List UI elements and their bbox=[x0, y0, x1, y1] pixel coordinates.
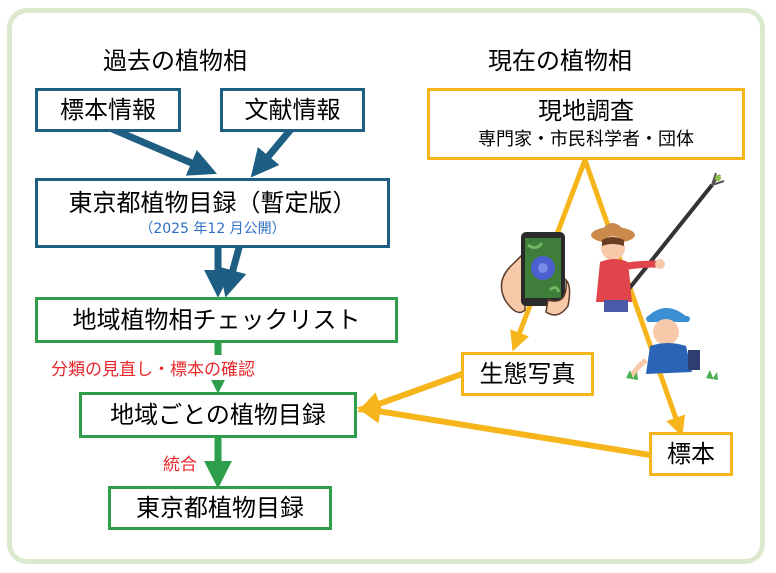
arrow-specimens-to-regional bbox=[356, 399, 651, 458]
regional-checklist-box: 地域植物相チェックリスト bbox=[35, 297, 398, 343]
past-flora-heading: 過去の植物相 bbox=[103, 47, 247, 75]
release-note: （2025 年12 月公開） bbox=[139, 220, 286, 237]
field-survey-participants: 専門家・市民科学者・団体 bbox=[478, 129, 694, 150]
ecology-photos-box: 生態写真 bbox=[461, 352, 594, 396]
review-edge-label: 分類の見直し・標本の確認 bbox=[50, 355, 256, 380]
ecology-photos-label: 生態写真 bbox=[479, 360, 576, 388]
specimen-info-box: 標本情報 bbox=[35, 88, 181, 132]
field-survey-box: 現地調査 専門家・市民科学者・団体 bbox=[427, 88, 745, 160]
present-flora-heading: 現在の植物相 bbox=[488, 47, 632, 75]
regional-catalog-label: 地域ごとの植物目録 bbox=[110, 401, 326, 429]
smartphone-illustration bbox=[500, 232, 571, 316]
arrow-photos-to-regional bbox=[357, 371, 464, 415]
arrow-literature-to-provisional bbox=[250, 125, 295, 178]
tokyo-catalog-provisional-box: 東京都植物目録（暫定版） （2025 年12 月公開） bbox=[35, 178, 390, 248]
boy-collecting-illustration bbox=[626, 308, 718, 380]
tokyo-catalog-provisional-label: 東京都植物目録（暫定版） bbox=[68, 188, 357, 217]
literature-info-label: 文献情報 bbox=[244, 96, 341, 124]
arrow-specimen-to-provisional bbox=[108, 124, 218, 176]
literature-info-box: 文献情報 bbox=[220, 88, 365, 132]
regional-checklist-label: 地域植物相チェックリスト bbox=[72, 306, 361, 334]
regional-catalog-box: 地域ごとの植物目録 bbox=[79, 392, 357, 438]
specimens-box: 標本 bbox=[649, 432, 733, 476]
tokyo-catalog-label: 東京都植物目録 bbox=[136, 494, 304, 522]
specimen-info-label: 標本情報 bbox=[60, 96, 156, 124]
tokyo-catalog-box: 東京都植物目録 bbox=[108, 486, 332, 530]
specimens-label: 標本 bbox=[667, 440, 715, 468]
surveyor-with-pole-illustration bbox=[591, 172, 725, 312]
arrow-survey-to-specimens bbox=[582, 159, 686, 437]
field-survey-label: 現地調査 bbox=[538, 97, 634, 125]
arrow-provisional-to-checklist-2 bbox=[219, 243, 247, 298]
integration-edge-label: 統合 bbox=[162, 450, 198, 475]
